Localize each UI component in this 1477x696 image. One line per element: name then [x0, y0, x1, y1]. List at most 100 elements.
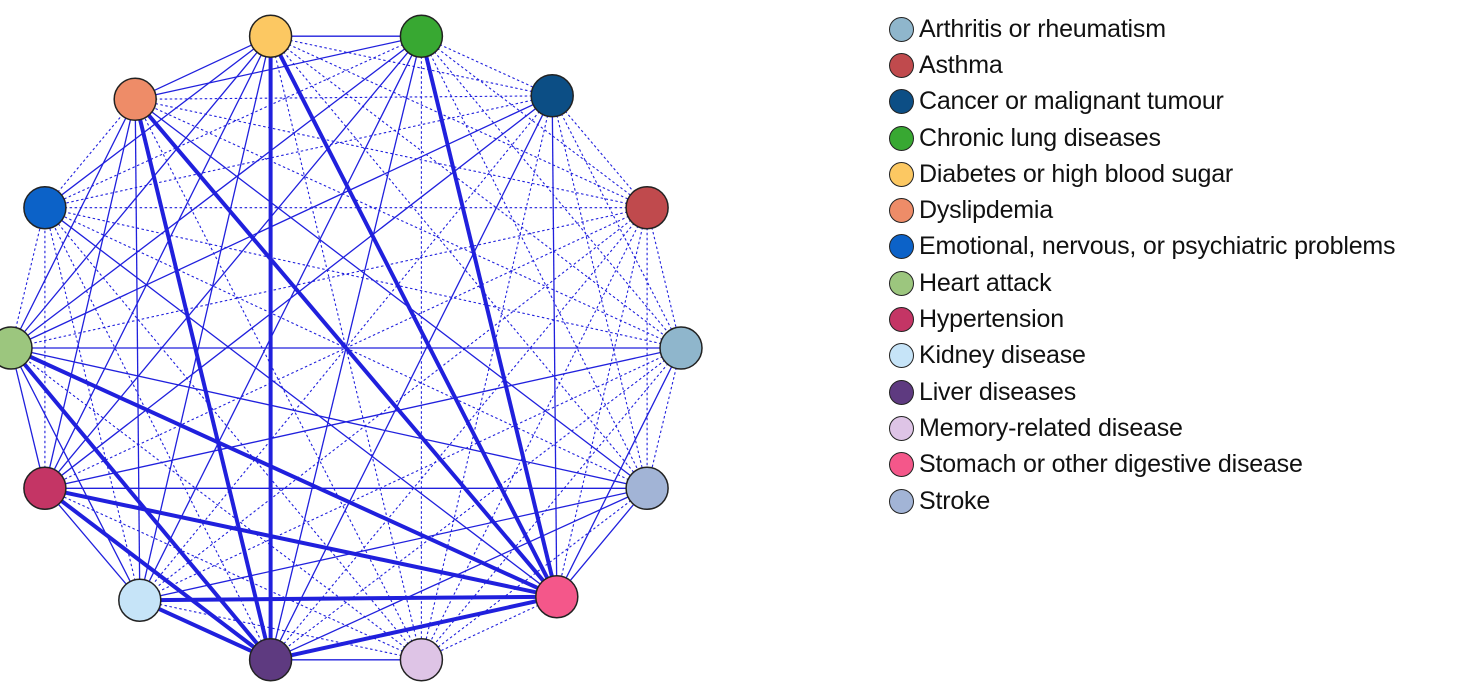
edge-kidney-stroke: [139, 487, 648, 601]
edge-cancer-asthma: [551, 95, 648, 209]
legend-item-stomach: Stomach or other digestive disease: [889, 447, 1477, 483]
legend-label: Liver diseases: [919, 377, 1077, 406]
edge-memory-emotional: [44, 207, 422, 661]
legend-swatch: [889, 270, 914, 296]
edge-emotional-dyslipidemia: [44, 98, 136, 209]
edge-lung-dyslipidemia: [135, 35, 422, 100]
edge-cancer-stroke: [551, 95, 648, 489]
edge-hypertension-kidney: [44, 487, 141, 601]
edge-kidney-emotional: [44, 207, 141, 601]
legend-item-heart: Heart attack: [889, 265, 1477, 301]
legend-swatch: [889, 379, 914, 405]
edge-heart-kidney: [10, 347, 141, 601]
edge-heart-stomach: [10, 346, 558, 599]
edge-lung-emotional: [44, 35, 422, 209]
edge-arthritis-dyslipidemia: [134, 98, 682, 349]
edge-hypertension-stomach: [44, 486, 558, 599]
legend-label: Asthma: [919, 50, 1003, 79]
legend-swatch: [889, 16, 914, 42]
edge-diabetes-stomach: [268, 35, 559, 598]
edge-arthritis-liver: [270, 347, 682, 661]
network-graph: [0, 14, 703, 682]
legend-swatch: [889, 452, 914, 478]
edge-emotional-diabetes: [44, 35, 271, 209]
node-layer: [0, 14, 703, 682]
node-hypertension: [23, 466, 67, 511]
edge-liver-stomach: [270, 594, 558, 662]
edge-hypertension-arthritis: [44, 347, 682, 489]
edge-cancer-arthritis: [551, 95, 682, 349]
edge-lung-hypertension: [44, 35, 422, 489]
legend-item-liver: Liver diseases: [889, 374, 1477, 410]
legend-label: Arthritis or rheumatism: [919, 14, 1166, 43]
edge-asthma-memory: [420, 207, 648, 661]
edge-diabetes-arthritis: [270, 35, 682, 349]
edge-lung-stomach: [419, 35, 559, 598]
edge-lung-stroke: [420, 35, 648, 489]
edge-asthma-liver: [270, 207, 648, 661]
edge-liver-emotional: [44, 207, 272, 661]
node-diabetes: [248, 14, 293, 58]
edge-lung-asthma: [421, 35, 648, 209]
edge-emotional-stomach: [44, 207, 558, 598]
legend-swatch: [889, 125, 914, 151]
edge-stomach-memory: [421, 596, 558, 661]
legend-item-emotional: Emotional, nervous, or psychiatric probl…: [889, 229, 1477, 265]
node-liver: [248, 638, 293, 682]
legend-label: Emotional, nervous, or psychiatric probl…: [919, 232, 1396, 261]
edge-cancer-emotional: [44, 95, 553, 209]
edge-stroke-memory: [421, 487, 648, 661]
edge-diabetes-kidney: [139, 36, 272, 601]
legend-item-stroke: Stroke: [889, 483, 1477, 519]
legend-label: Cancer or malignant tumour: [919, 87, 1224, 116]
edge-stomach-arthritis: [556, 347, 682, 597]
node-lung: [399, 14, 444, 58]
edge-memory-heart: [10, 347, 422, 661]
edge-dyslipidemia-liver: [133, 98, 273, 661]
legend-label: Kidney disease: [919, 341, 1086, 370]
legend-swatch: [889, 415, 914, 441]
legend-label: Memory-related disease: [919, 413, 1183, 442]
node-stroke: [625, 466, 669, 511]
legend-item-kidney: Kidney disease: [889, 338, 1477, 374]
edge-cancer-stomach: [551, 95, 558, 597]
edge-dyslipidemia-heart: [10, 99, 136, 349]
legend-swatch: [889, 488, 914, 514]
edge-diabetes-asthma: [270, 35, 648, 209]
edge-asthma-stomach: [556, 207, 648, 597]
edge-cancer-memory: [420, 95, 553, 660]
edge-memory-dyslipidemia: [134, 99, 422, 661]
edge-kidney-liver: [138, 598, 272, 662]
edge-diabetes-dyslipidemia: [134, 35, 271, 100]
legend-label: Chronic lung diseases: [919, 123, 1161, 152]
legend-label: Heart attack: [919, 268, 1052, 297]
edge-dyslipidemia-stomach: [133, 98, 559, 598]
edge-heart-liver: [9, 346, 273, 662]
legend-label: Stroke: [919, 486, 991, 515]
legend-item-cancer: Cancer or malignant tumour: [889, 84, 1477, 120]
edge-cancer-heart: [10, 95, 553, 349]
legend-item-diabetes: Diabetes or high blood sugar: [889, 156, 1477, 192]
edge-asthma-heart: [10, 207, 648, 349]
edge-heart-stroke: [10, 347, 648, 489]
edge-arthritis-kidney: [139, 347, 682, 601]
node-dyslipidemia: [113, 77, 157, 122]
node-arthritis: [659, 326, 703, 370]
edge-asthma-dyslipidemia: [135, 98, 648, 209]
node-heart: [0, 326, 33, 370]
edge-hypertension-liver: [43, 486, 272, 662]
legend-swatch: [889, 89, 914, 115]
edge-diabetes-heart: [10, 35, 272, 349]
legend-item-lung: Chronic lung diseases: [889, 120, 1477, 156]
legend-swatch: [889, 234, 914, 260]
legend-item-hypertension: Hypertension: [889, 301, 1477, 337]
legend-swatch: [889, 307, 914, 333]
node-kidney: [118, 578, 162, 622]
edge-diabetes-hypertension: [44, 35, 272, 489]
edge-dyslipidemia-hypertension: [44, 99, 136, 489]
edge-layer: [9, 35, 682, 662]
edge-diabetes-stroke: [270, 35, 648, 489]
node-stomach: [535, 574, 579, 619]
edge-lung-cancer: [421, 35, 553, 97]
